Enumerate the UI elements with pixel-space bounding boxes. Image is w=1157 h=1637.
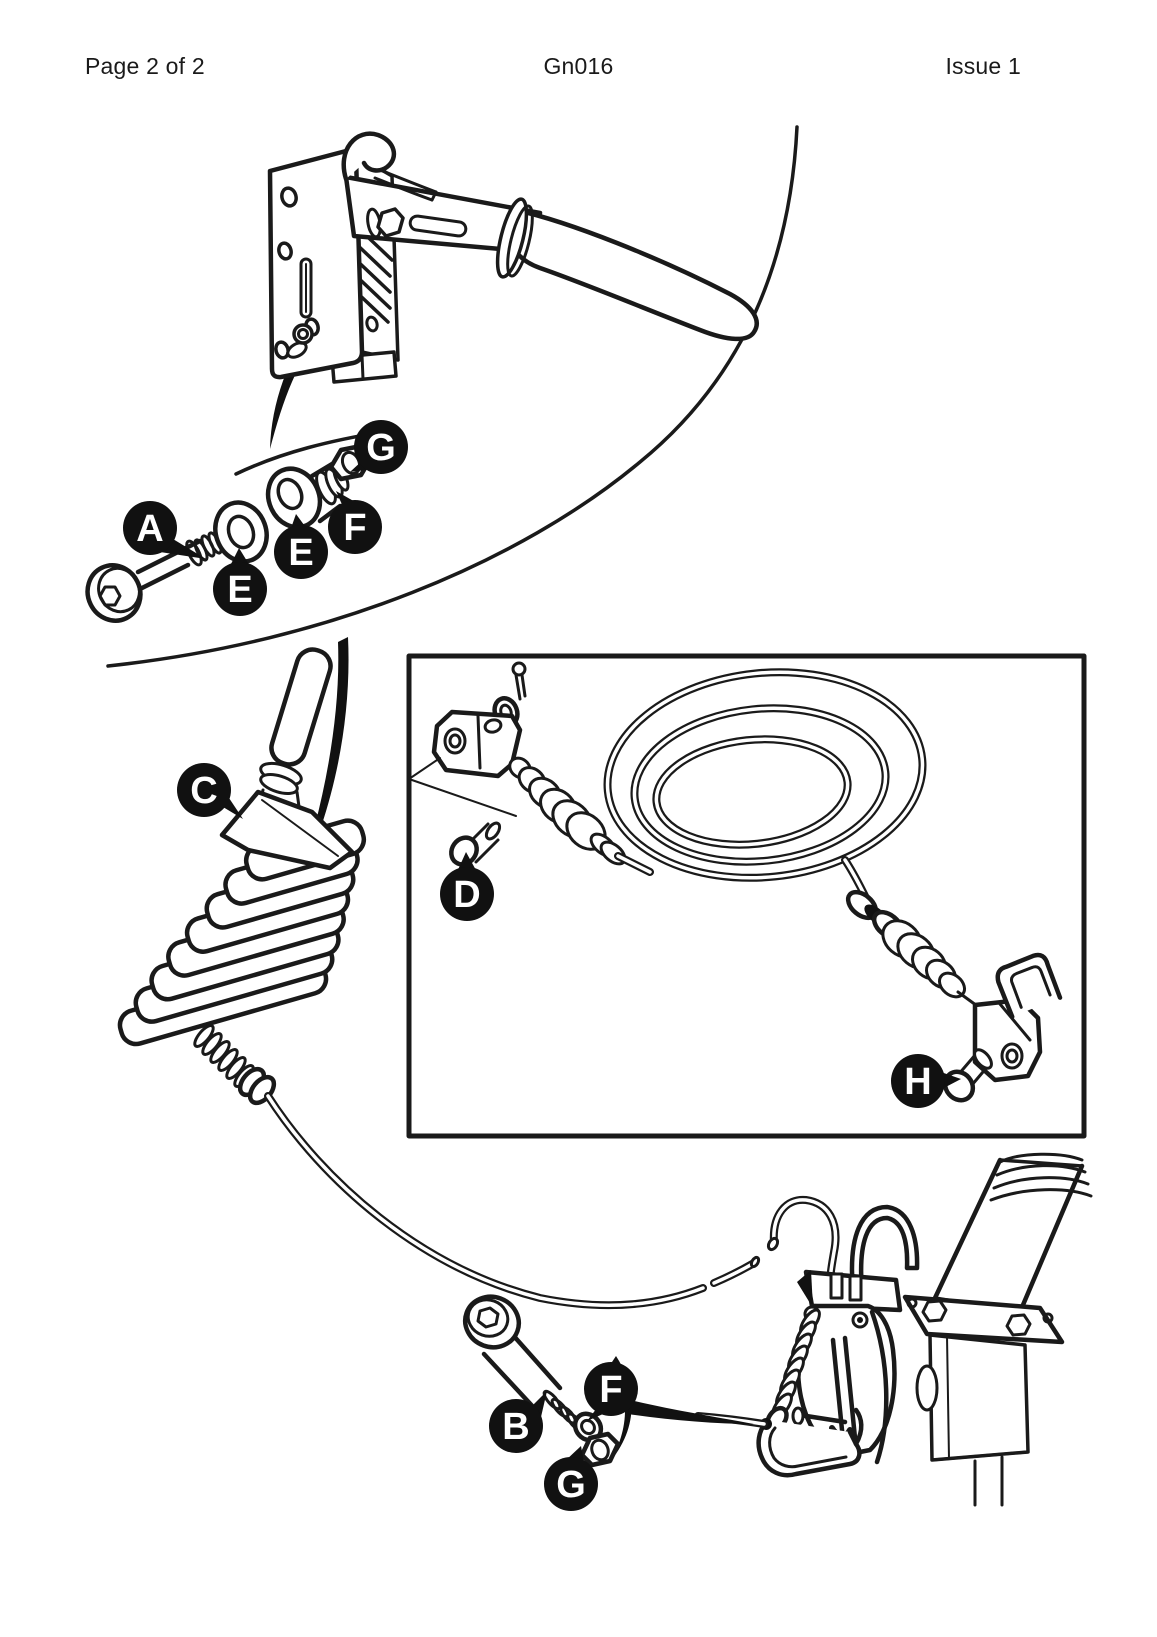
clamp-nut-g [579, 1431, 621, 1468]
chassis-brake-assembly [694, 1152, 1093, 1507]
svg-text:B: B [502, 1406, 529, 1448]
document-code: Gn016 [543, 53, 614, 79]
chassis-column [915, 1333, 1030, 1507]
cable-detail-inset [406, 653, 1087, 1139]
page-number-label: Page 2 of 2 [85, 53, 205, 79]
cable-hook-end [766, 1195, 840, 1287]
gaiter-bellows-c [117, 789, 367, 1047]
callout-e-washer: E [213, 548, 267, 616]
inset-box-border [406, 653, 1087, 1139]
svg-text:C: C [190, 770, 217, 812]
handbrake-cable-run [264, 1092, 761, 1310]
split-pin [511, 661, 527, 701]
callout-g-lower: G [544, 1446, 598, 1511]
pointer-tail [628, 1400, 754, 1424]
svg-text:D: D [453, 874, 480, 916]
socket-hex [476, 1306, 500, 1329]
grip-through-gaiter [256, 647, 333, 816]
callout-markers: A E E F G [123, 420, 961, 1511]
adjuster-bolt [376, 207, 405, 238]
svg-text:F: F [599, 1369, 622, 1411]
callout-h: H [891, 1054, 961, 1108]
callout-d: D [440, 852, 494, 921]
return-spring [765, 1308, 821, 1433]
cable-coil [603, 668, 927, 906]
cable-adjuster-spring [193, 1024, 277, 1106]
svg-text:G: G [556, 1464, 586, 1506]
rear-cable-bellows [881, 919, 967, 999]
washer-e-front [213, 500, 269, 564]
pin-projection-lines [408, 757, 517, 817]
adjustment-slot [408, 214, 468, 238]
front-clevis-fork [431, 709, 523, 779]
callout-a: A [123, 501, 206, 559]
gaiter-assembly [117, 647, 367, 1106]
svg-text:A: A [136, 508, 163, 550]
mounting-flange [902, 1294, 1065, 1345]
ratchet-release-rod [341, 131, 438, 202]
lever-pivot [286, 323, 314, 359]
svg-text:E: E [288, 532, 313, 574]
callout-e-bush: E [274, 514, 328, 579]
brake-lever-bracket [791, 1269, 903, 1465]
callout-g-upper: G [350, 420, 408, 474]
svg-text:F: F [343, 507, 366, 549]
handbrake-lever-assembly [267, 131, 759, 384]
cable-guide-loop [849, 1204, 920, 1293]
lower-clamp-bracket [756, 1407, 864, 1478]
chassis-tube [932, 1152, 1093, 1315]
gaiter-top-cone [219, 789, 355, 871]
issue-label: Issue 1 [945, 53, 1021, 79]
lever-hand-grip [495, 197, 759, 342]
callout-f-lower: F [584, 1362, 638, 1421]
callout-b: B [489, 1391, 547, 1453]
cable-retaining-clip [995, 952, 1063, 1020]
callout-f-upper: F [328, 491, 382, 554]
front-cable-bellows [508, 756, 627, 866]
socket-hex [98, 585, 122, 607]
svg-text:H: H [904, 1061, 931, 1103]
clamp-bolt-b [462, 1294, 584, 1432]
svg-text:E: E [227, 569, 252, 611]
svg-text:G: G [366, 427, 396, 469]
callout-c: C [177, 763, 243, 819]
clevis-pin-d [449, 821, 502, 867]
